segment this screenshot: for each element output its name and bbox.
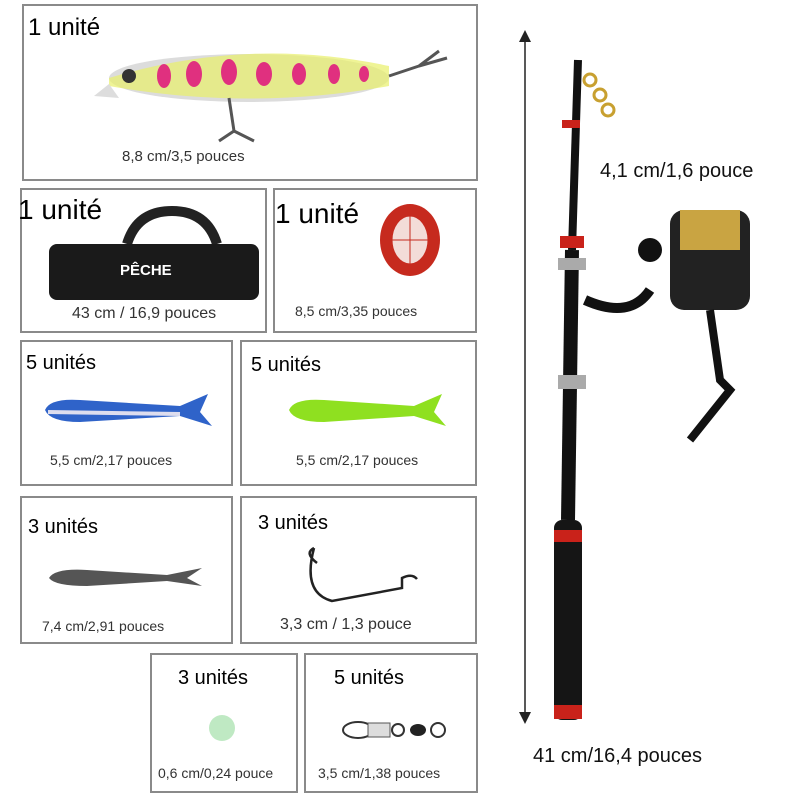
fishing-rod-icon bbox=[554, 59, 750, 720]
quantity-label: 3 unités bbox=[258, 512, 329, 534]
item-card-silver-lure: 3 unités 7,4 cm/2,91 pouces bbox=[20, 496, 233, 644]
item-card-bead: 3 unités 0,6 cm/0,24 pouce bbox=[150, 653, 298, 793]
size-label: 3,3 cm / 1,3 pouce bbox=[280, 616, 412, 633]
size-label: 7,4 cm/2,91 pouces bbox=[42, 618, 165, 634]
size-label: 5,5 cm/2,17 pouces bbox=[50, 452, 173, 468]
item-card-bag: 1 unité PÊCHE 43 cm / 16,9 pouces bbox=[18, 188, 267, 333]
size-label: 8,8 cm/3,5 pouces bbox=[122, 148, 245, 165]
quantity-label: 3 unités bbox=[28, 516, 99, 538]
quantity-label: 5 unités bbox=[251, 354, 322, 376]
bag-brand-text: PÊCHE bbox=[120, 262, 172, 279]
quantity-label: 5 unités bbox=[26, 352, 97, 374]
quantity-label: 1 unité bbox=[18, 194, 103, 225]
length-arrow-icon bbox=[519, 30, 531, 724]
item-card-hook: 3 unités 3,3 cm / 1,3 pouce bbox=[240, 496, 477, 644]
bead-icon bbox=[209, 715, 235, 741]
green-soft-lure-icon bbox=[289, 394, 446, 426]
quantity-label: 5 unités bbox=[334, 667, 405, 689]
size-label: 43 cm / 16,9 pouces bbox=[72, 305, 217, 322]
quantity-label: 1 unité bbox=[275, 198, 360, 229]
item-card-blue-lure: 5 unités 5,5 cm/2,17 pouces bbox=[20, 340, 233, 486]
blue-soft-lure-icon bbox=[45, 394, 212, 426]
size-label: 0,6 cm/0,24 pouce bbox=[158, 765, 274, 781]
crankbait-lure-icon bbox=[94, 49, 448, 143]
silver-soft-lure-icon bbox=[49, 568, 202, 586]
item-card-swivel: 5 unités 3,5 cm/1,38 pouces bbox=[304, 653, 478, 793]
item-card-green-lure: 5 unités 5,5 cm/2,17 pouces bbox=[240, 340, 477, 486]
reel-size-label: 4,1 cm/1,6 pouce bbox=[600, 160, 754, 182]
rod-bag-icon bbox=[49, 206, 259, 300]
quantity-label: 3 unités bbox=[178, 667, 249, 689]
item-card-lure: 1 unité 8,8 cm/3,5 pouces bbox=[22, 4, 478, 181]
item-card-line: 1 unité 8,5 cm/3,35 pouces bbox=[273, 188, 477, 333]
size-label: 8,5 cm/3,35 pouces bbox=[295, 303, 418, 319]
size-label: 3,5 cm/1,38 pouces bbox=[318, 765, 441, 781]
size-label: 5,5 cm/2,17 pouces bbox=[296, 452, 419, 468]
line-spool-icon bbox=[380, 204, 440, 276]
hook-icon bbox=[308, 546, 418, 603]
quantity-label: 1 unité bbox=[28, 14, 101, 41]
swivel-snap-icon bbox=[342, 721, 446, 739]
rod-length-label: 41 cm/16,4 pouces bbox=[533, 745, 702, 767]
